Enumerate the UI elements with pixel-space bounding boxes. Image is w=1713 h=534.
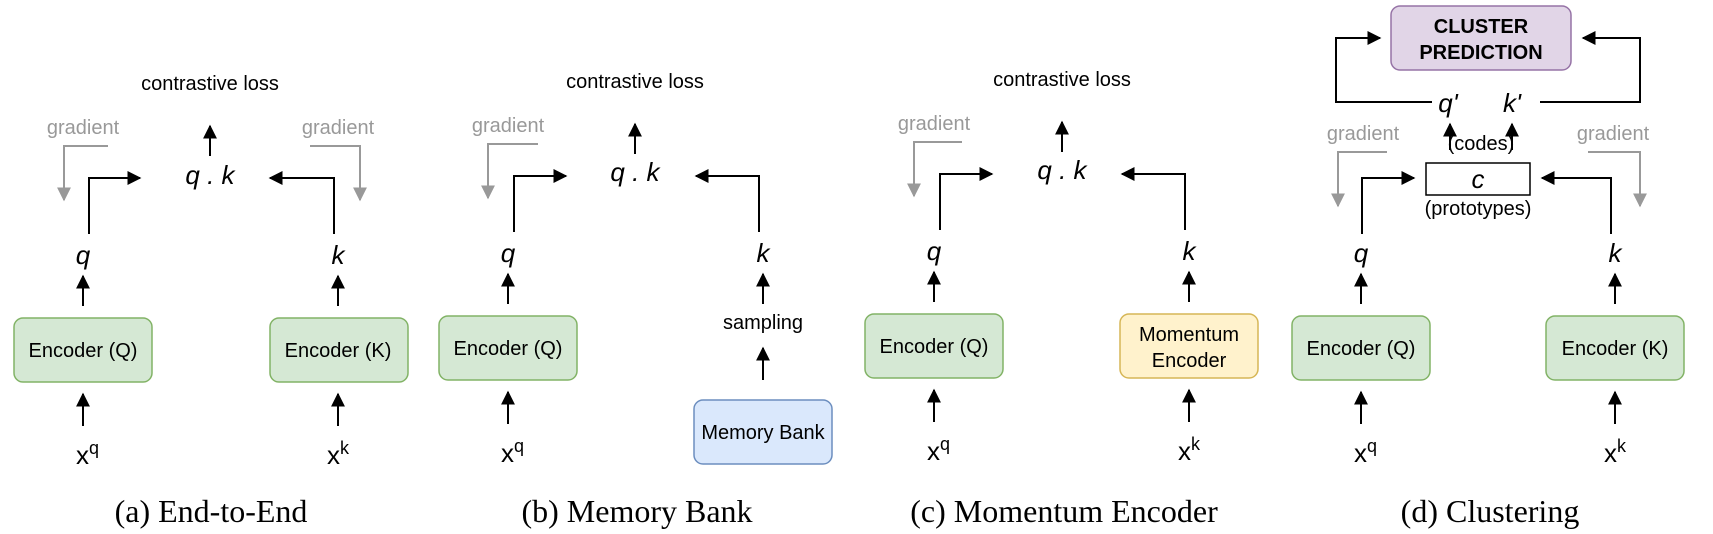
xk-input: xk — [1178, 434, 1201, 466]
q-label: q — [1354, 238, 1369, 268]
gradient-arrow-left — [57, 145, 108, 202]
cluster-prediction-line1: CLUSTER — [1434, 16, 1529, 38]
q-prime-to-cluster-arrow — [1335, 31, 1432, 103]
gradient-arrow-left — [907, 141, 962, 198]
contrastive-loss-label: contrastive loss — [993, 69, 1131, 91]
encoder-k-box — [269, 317, 409, 383]
caption-memory-bank: (b) Memory Bank — [521, 493, 752, 529]
panel-end-to-end: contrastive loss q . k gradient gradient… — [13, 73, 409, 529]
gradient-label-right: gradient — [302, 117, 375, 139]
memory-bank-label: Memory Bank — [701, 422, 825, 444]
codes-label: (codes) — [1448, 133, 1515, 155]
xq-input: xq — [501, 436, 524, 468]
encoder-q-box — [864, 313, 1004, 379]
gradient-label-left: gradient — [472, 115, 545, 137]
momentum-encoder-label-line1: Momentum — [1139, 324, 1239, 346]
k-to-prototypes-arrow — [1540, 171, 1612, 234]
cluster-prediction-box — [1390, 5, 1572, 71]
k-prime-label: k' — [1503, 88, 1522, 118]
k-to-product-arrow — [268, 171, 335, 234]
encoder-q-box — [1291, 315, 1431, 381]
encoder-k-label: Encoder (K) — [285, 340, 392, 362]
k-label: k — [1609, 238, 1624, 268]
gradient-arrow-right — [310, 145, 367, 202]
gradient-label-left: gradient — [47, 117, 120, 139]
panel-momentum-encoder: contrastive loss q . k gradient q k Enco… — [864, 69, 1259, 529]
q-to-product-arrow — [88, 171, 142, 234]
q-prime-label: q' — [1438, 88, 1458, 118]
encoder-q-box — [13, 317, 153, 383]
c-label: c — [1472, 164, 1485, 194]
k-to-product-arrow — [694, 169, 760, 232]
k-label: k — [757, 238, 772, 268]
k-label: k — [1183, 236, 1198, 266]
q-to-prototypes-arrow — [1361, 171, 1416, 234]
gradient-arrow-left — [1331, 151, 1387, 208]
momentum-encoder-label-line2: Encoder — [1152, 350, 1227, 372]
xk-input: xk — [1604, 436, 1627, 468]
q-label: q — [76, 240, 91, 270]
k-to-product-arrow — [1120, 167, 1186, 230]
prototypes-label: (prototypes) — [1425, 198, 1532, 220]
encoder-q-label: Encoder (Q) — [1307, 338, 1416, 360]
k-prime-to-cluster-arrow — [1540, 31, 1641, 103]
qk-product: q . k — [1037, 155, 1088, 185]
gradient-label-left: gradient — [1327, 123, 1400, 145]
cluster-prediction-line2: PREDICTION — [1419, 42, 1542, 64]
contrastive-loss-label: contrastive loss — [566, 71, 704, 93]
gradient-arrow-right — [1588, 151, 1647, 208]
encoder-q-box — [438, 315, 578, 381]
encoder-q-label: Encoder (Q) — [880, 336, 989, 358]
memory-bank-box — [693, 399, 833, 465]
q-label: q — [927, 236, 942, 266]
panel-clustering: CLUSTER PREDICTION q' k' (codes) gradien… — [1291, 5, 1685, 529]
encoder-k-box — [1545, 315, 1685, 381]
panel-memory-bank: contrastive loss q . k gradient q k Enco… — [438, 71, 833, 529]
sampling-label: sampling — [723, 312, 803, 334]
encoder-q-label: Encoder (Q) — [29, 340, 138, 362]
xq-input: xq — [927, 434, 950, 466]
qk-product: q . k — [185, 160, 236, 190]
xq-input: xq — [76, 438, 99, 470]
encoder-k-label: Encoder (K) — [1562, 338, 1669, 360]
q-to-product-arrow — [513, 169, 568, 232]
caption-momentum-encoder: (c) Momentum Encoder — [910, 493, 1218, 529]
prototypes-box — [1425, 162, 1531, 196]
q-to-product-arrow — [939, 167, 994, 230]
contrastive-loss-label: contrastive loss — [141, 73, 279, 95]
encoder-q-label: Encoder (Q) — [454, 338, 563, 360]
caption-clustering: (d) Clustering — [1401, 493, 1580, 529]
qk-product: q . k — [610, 157, 661, 187]
gradient-arrow-left — [481, 143, 538, 200]
caption-end-to-end: (a) End-to-End — [115, 493, 308, 529]
momentum-encoder-box — [1119, 313, 1259, 379]
xq-input: xq — [1354, 436, 1377, 468]
gradient-label-right: gradient — [1577, 123, 1650, 145]
gradient-label-left: gradient — [898, 113, 971, 135]
q-label: q — [501, 238, 516, 268]
xk-input: xk — [327, 438, 350, 470]
k-label: k — [332, 240, 347, 270]
